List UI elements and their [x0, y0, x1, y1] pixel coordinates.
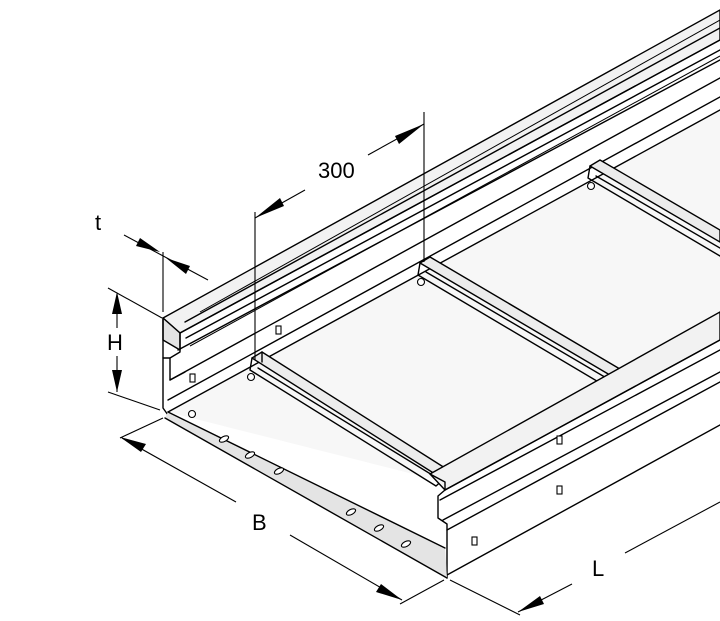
right-side-rail: [429, 311, 720, 579]
dimension-l: L: [449, 501, 720, 616]
dimension-h: H: [107, 287, 163, 411]
rung-bolt: [246, 372, 256, 382]
dimension-300: 300: [254, 112, 425, 360]
rail-slot: [471, 536, 478, 546]
rail-slot: [189, 373, 196, 383]
dimension-b: B: [119, 417, 445, 605]
floor-bolt: [187, 409, 197, 419]
floor-hole: [373, 524, 385, 532]
left-side-rail: [162, 9, 720, 416]
rail-slot: [556, 435, 563, 445]
rail-slot: [556, 485, 563, 495]
floor-hole: [218, 435, 230, 443]
rail-slot: [275, 325, 282, 335]
floor-hole: [345, 508, 357, 516]
dimension-label-b: B: [252, 510, 267, 535]
dimension-t: t: [95, 210, 209, 312]
floor-hole: [273, 467, 285, 475]
dimension-label-h: H: [107, 330, 123, 355]
rung-bolt: [586, 181, 596, 191]
dimension-label-300: 300: [318, 158, 355, 183]
rung-bolt: [416, 277, 426, 287]
floor-hole: [244, 451, 256, 459]
floor-hole: [400, 540, 412, 548]
front-end-plate: [164, 325, 448, 579]
dimension-label-l: L: [592, 556, 604, 581]
ladder-rungs: [246, 159, 720, 487]
rung-3: [586, 159, 720, 257]
dimension-label-t: t: [95, 210, 101, 235]
